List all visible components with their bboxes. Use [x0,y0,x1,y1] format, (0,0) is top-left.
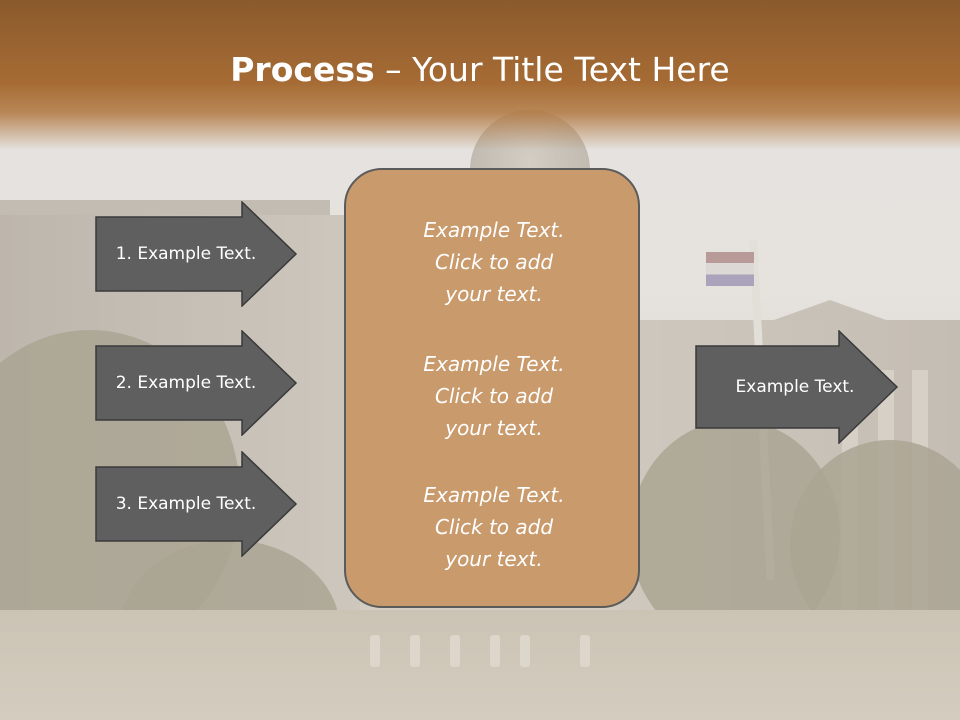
title-bar [0,0,960,150]
paragraph-3-line-2: Click to add [434,515,554,539]
center-paragraph-1: Example Text. Click to add your text. [346,214,642,310]
center-text-box[interactable]: Example Text. Click to add your text. Ex… [344,168,640,608]
paragraph-3-line-3: your text. [445,547,543,571]
right-arrow-label: Example Text. [735,377,855,397]
left-arrow-1[interactable]: 1. Example Text. [95,201,298,307]
paragraph-2-line-3: your text. [445,416,543,440]
paragraph-1-line-1: Example Text. [423,218,565,242]
right-arrow[interactable]: Example Text. [695,330,899,444]
paragraph-2-line-2: Click to add [434,384,554,408]
left-arrow-3[interactable]: 3. Example Text. [95,451,298,557]
left-arrow-2-label: 2. Example Text. [115,373,257,393]
paragraph-2-line-1: Example Text. [423,352,565,376]
paragraph-3-line-1: Example Text. [423,483,565,507]
paragraph-1-line-3: your text. [445,282,543,306]
title-rest-part: – Your Title Text Here [374,50,730,89]
center-paragraph-2: Example Text. Click to add your text. [346,348,642,444]
left-arrow-1-label: 1. Example Text. [115,244,257,264]
paragraph-1-line-2: Click to add [434,250,554,274]
center-paragraph-3: Example Text. Click to add your text. [346,479,642,575]
slide-title[interactable]: Process – Your Title Text Here [0,50,960,89]
left-arrow-2[interactable]: 2. Example Text. [95,330,298,436]
title-bold-part: Process [230,50,375,89]
left-arrow-3-label: 3. Example Text. [115,494,257,514]
